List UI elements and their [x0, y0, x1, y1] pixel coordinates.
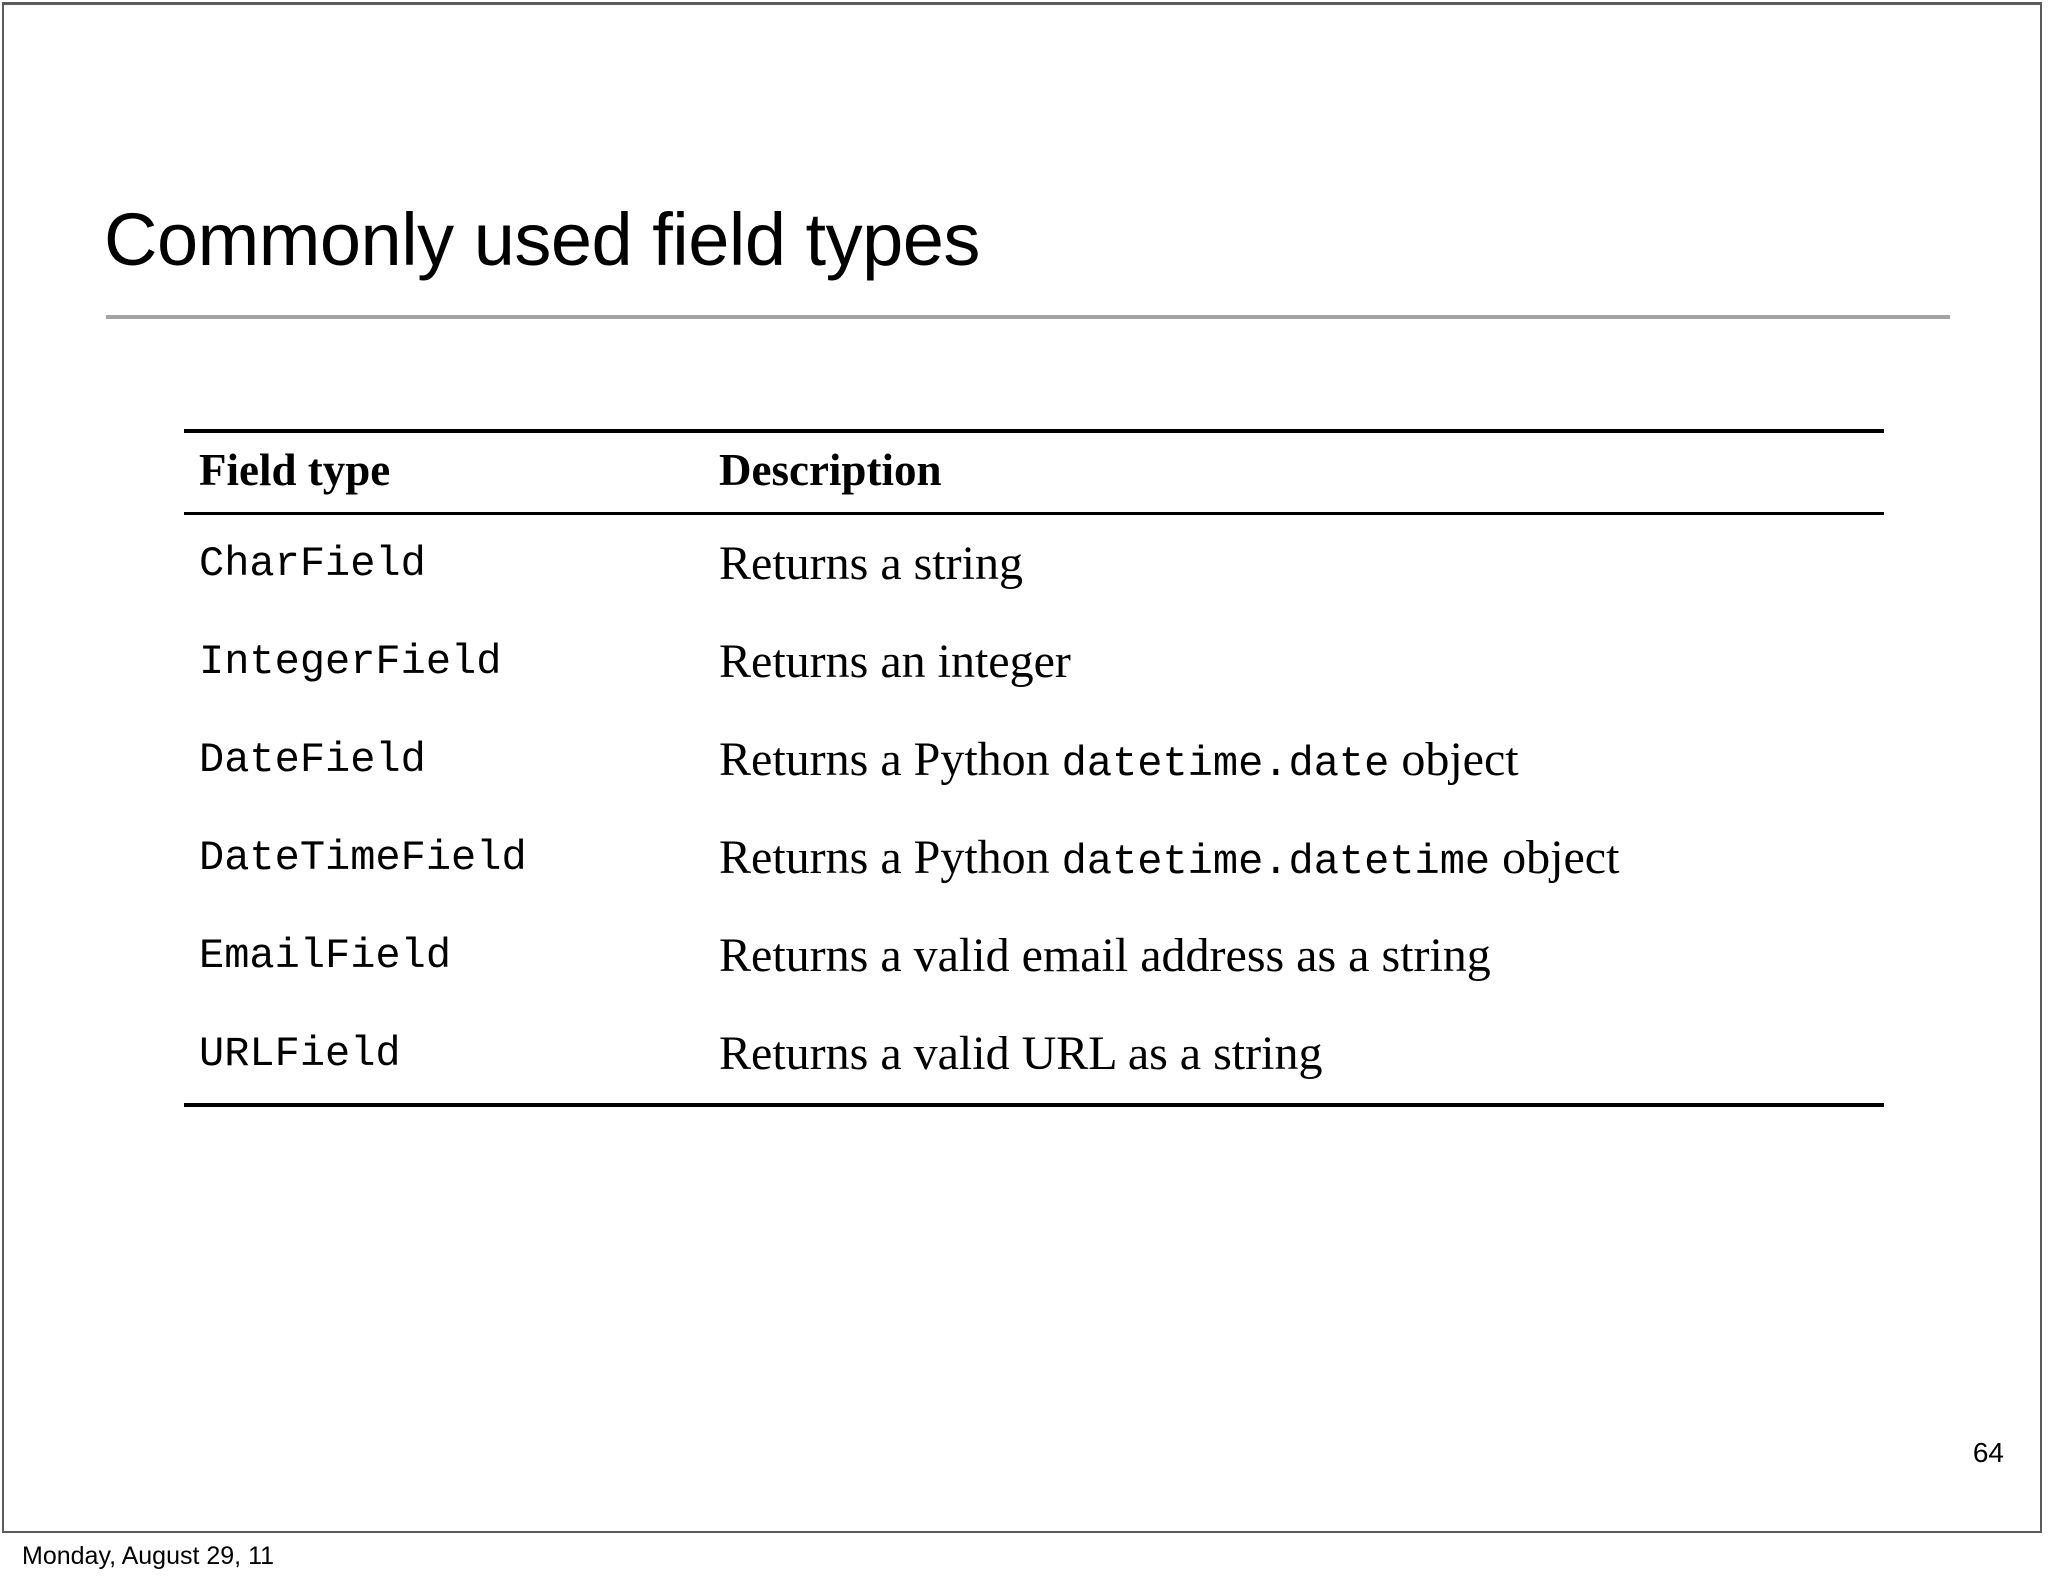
table-row: IntegerField Returns an integer	[184, 613, 1884, 711]
cell-field-type: DateTimeField	[199, 834, 527, 883]
description-text: object	[1490, 830, 1620, 884]
table-row: CharField Returns a string	[184, 514, 1884, 614]
cell-field-type: IntegerField	[199, 638, 502, 687]
footer-date: Monday, August 29, 11	[22, 1542, 275, 1570]
cell-description: Returns a valid email address as a strin…	[704, 907, 1884, 1005]
cell-description: Returns an integer	[704, 613, 1884, 711]
description-text: Returns a string	[719, 537, 1023, 591]
page-title: Commonly used field types	[104, 197, 980, 281]
table-row: EmailField Returns a valid email address …	[184, 907, 1884, 1005]
cell-description: Returns a Python datetime.datetime objec…	[704, 809, 1884, 907]
description-text: Returns a Python	[719, 732, 1062, 786]
cell-description: Returns a valid URL as a string	[704, 1005, 1884, 1108]
description-text: Returns a Python	[719, 830, 1062, 884]
column-header-field-type: Field type	[184, 429, 704, 516]
description-text: Returns a valid URL as a string	[719, 1027, 1323, 1081]
page-number: 64	[1972, 1437, 2004, 1468]
description-text: object	[1389, 732, 1519, 786]
cell-description: Returns a Python datetime.date object	[704, 711, 1884, 809]
cell-field-type: EmailField	[199, 932, 452, 981]
table-header: Field type Description	[184, 429, 1884, 516]
title-divider	[106, 315, 1950, 319]
cell-field-type: DateField	[199, 736, 426, 785]
description-text: Returns an integer	[719, 635, 1071, 689]
description-text: Returns a valid email address as a strin…	[719, 929, 1491, 983]
cell-description: Returns a string	[704, 514, 1884, 614]
table-row: DateField Returns a Python datetime.date …	[184, 711, 1884, 809]
table-row: DateTimeField Returns a Python datetime.d…	[184, 809, 1884, 907]
cell-field-type: URLField	[184, 1005, 704, 1108]
inline-code: datetime.datetime	[1061, 837, 1491, 886]
cell-field-type: CharField	[199, 540, 426, 589]
column-header-description: Description	[704, 429, 1884, 516]
table-header-row: Field type Description	[184, 429, 1884, 516]
slide-frame: Commonly used field types Field type Des…	[2, 2, 2042, 1533]
table-row: URLField Returns a valid URL as a string	[184, 1005, 1884, 1108]
inline-code: datetime.date	[1061, 739, 1390, 788]
